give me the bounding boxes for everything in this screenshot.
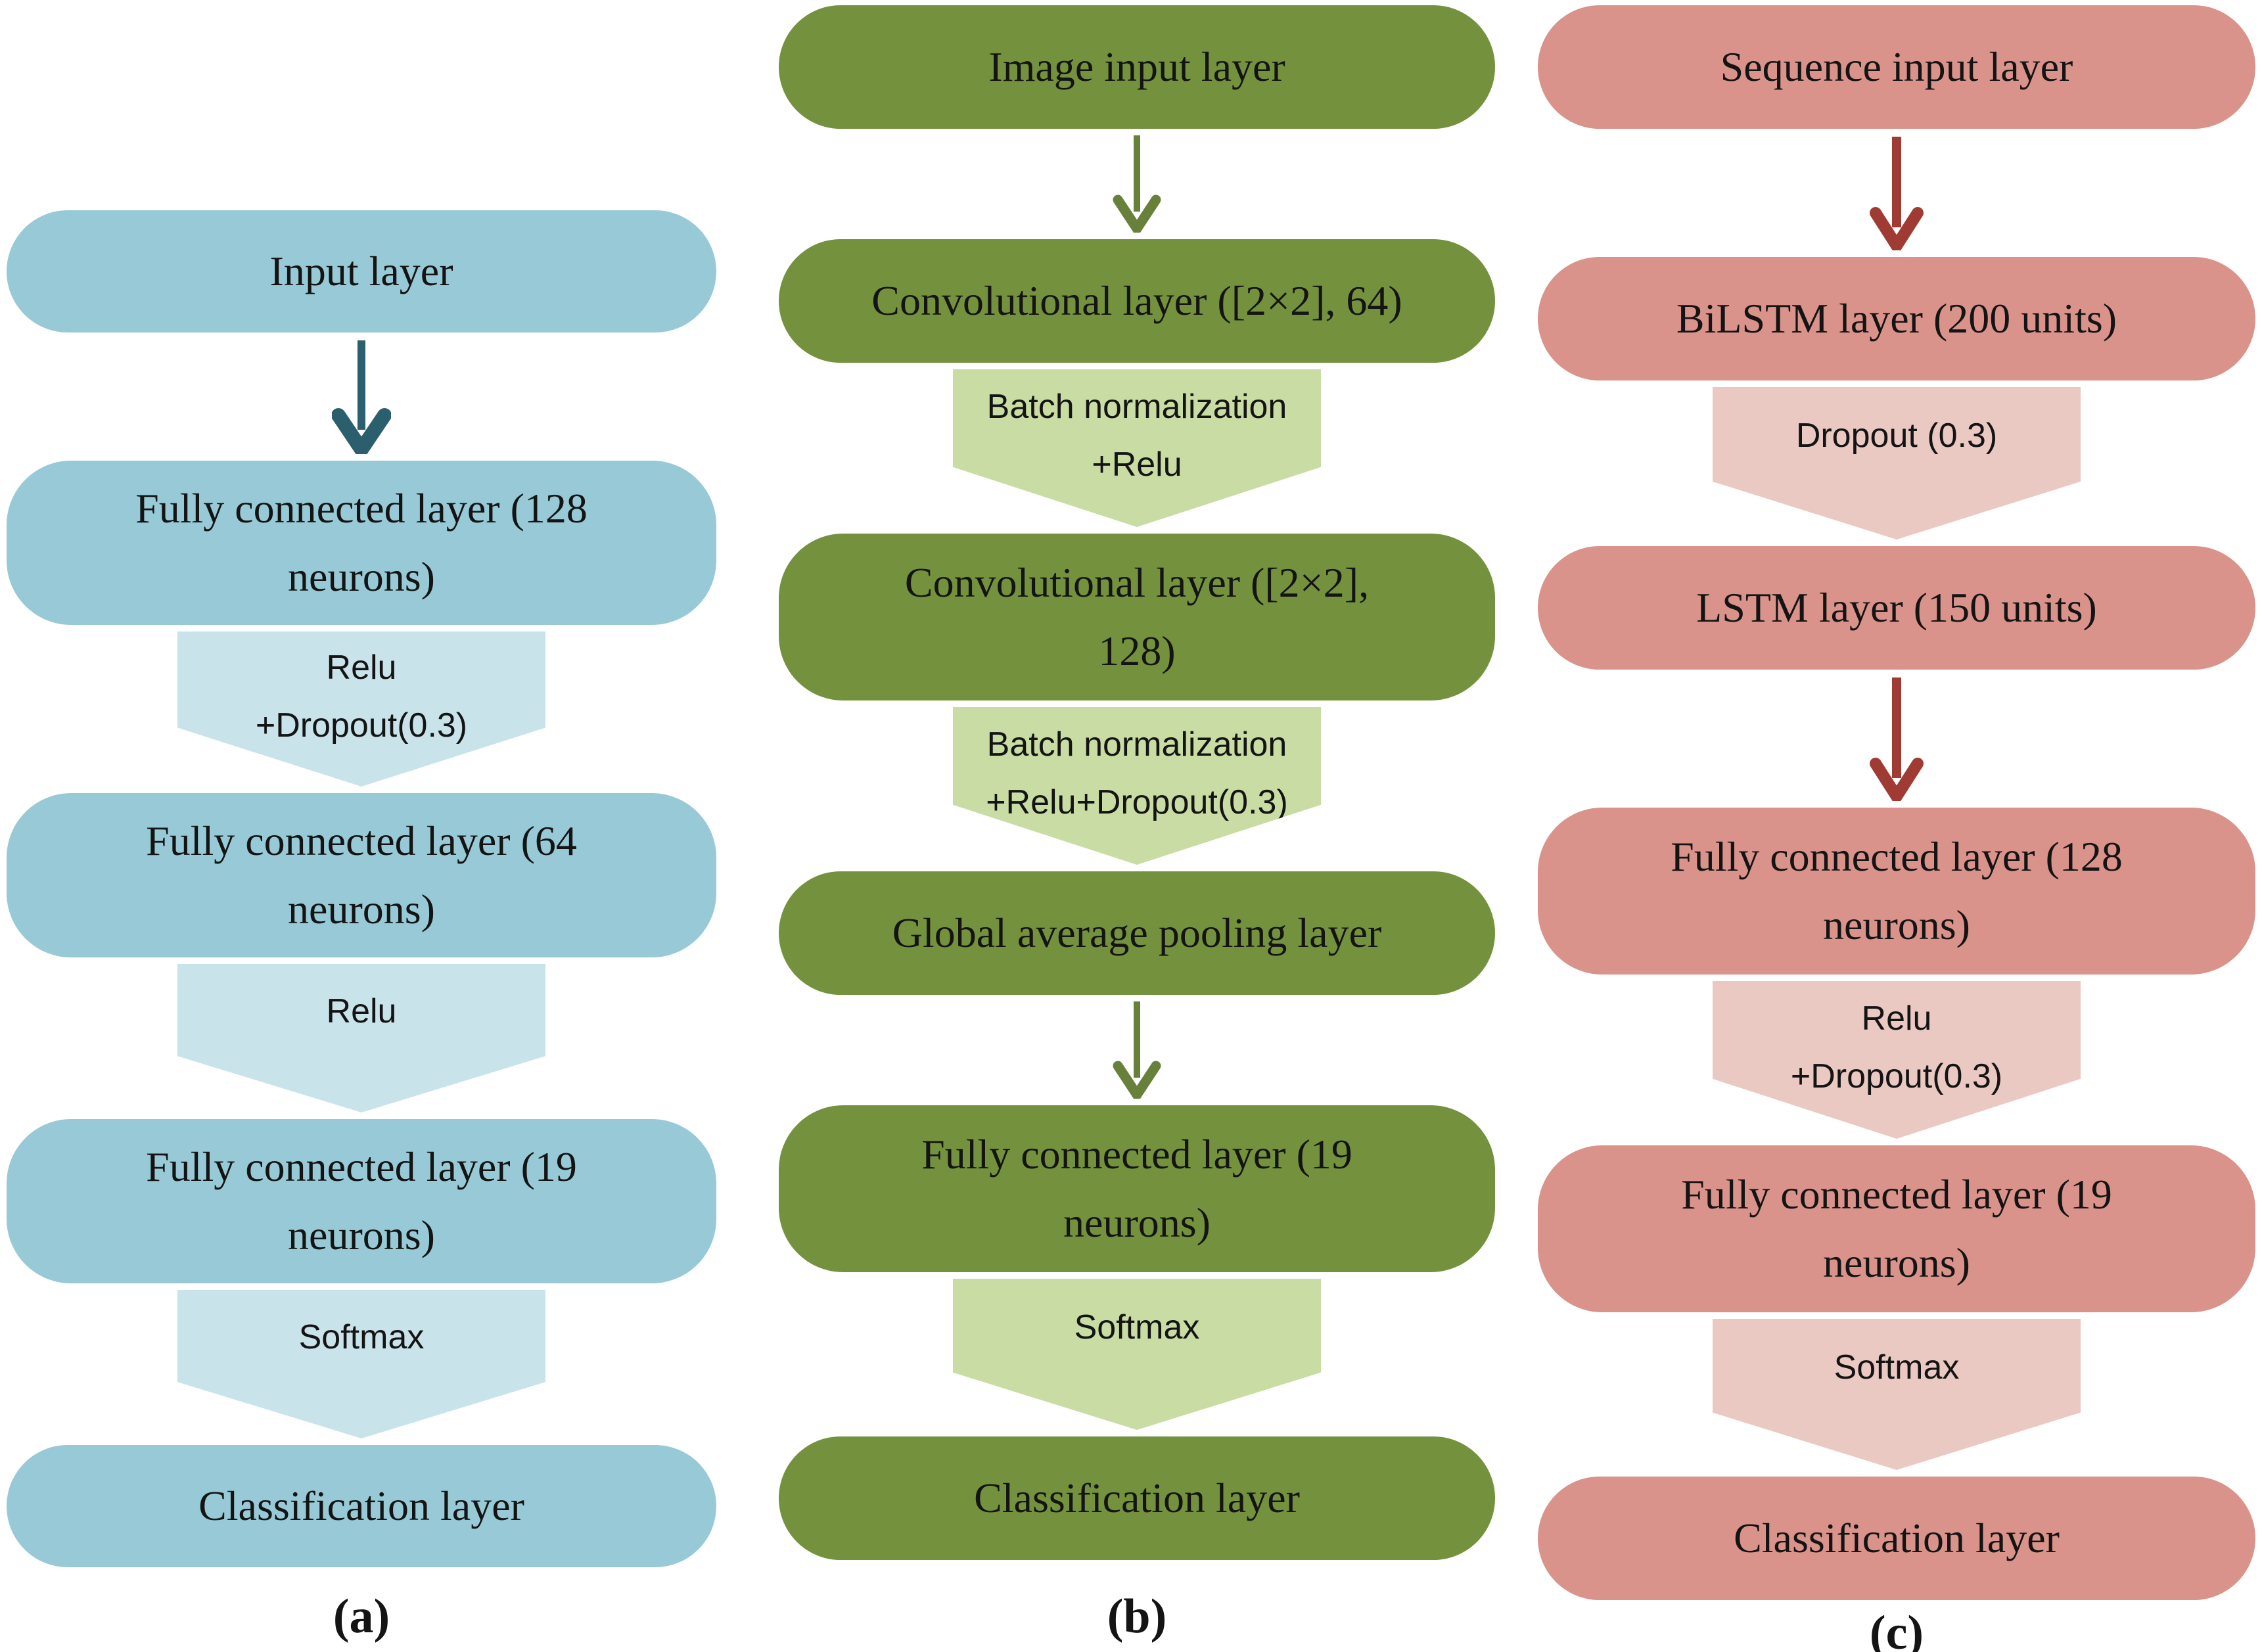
input-layer-box: Input layer bbox=[7, 210, 716, 333]
relu-pentagon: Relu bbox=[7, 964, 716, 1113]
pentagon-label: Relu bbox=[326, 649, 397, 687]
pentagon-label: Softmax bbox=[1074, 1308, 1200, 1346]
conv-layer-64-box: Convolutional layer ([2×2], 64) bbox=[779, 239, 1495, 363]
classification-layer-box: Classification layer bbox=[1538, 1477, 2255, 1600]
box-label: neurons) bbox=[1063, 1199, 1211, 1246]
pentagon-label: +Dropout(0.3) bbox=[255, 706, 468, 745]
box-label: Fully connected layer (19 bbox=[921, 1131, 1352, 1178]
box-label: Image input layer bbox=[988, 43, 1285, 90]
box-label: 128) bbox=[1098, 628, 1176, 674]
pentagon-label: +Relu+Dropout(0.3) bbox=[986, 783, 1288, 821]
fully-connected-128-box: Fully connected layer (128 neurons) bbox=[1538, 808, 2255, 975]
softmax-pentagon: Softmax bbox=[7, 1290, 716, 1438]
fully-connected-64-box: Fully connected layer (64 neurons) bbox=[7, 793, 716, 957]
box-label: neurons) bbox=[1823, 1239, 1970, 1286]
box-label: Input layer bbox=[269, 248, 453, 294]
caption-a: (a) bbox=[333, 1590, 390, 1643]
box-label: neurons) bbox=[1823, 902, 1970, 948]
caption-b: (b) bbox=[1107, 1590, 1167, 1643]
down-arrow-icon bbox=[1538, 135, 2255, 250]
box-label: Fully connected layer (128 bbox=[135, 485, 588, 532]
image-input-layer-box: Image input layer bbox=[779, 5, 1495, 129]
pentagon-label: Relu bbox=[326, 992, 397, 1031]
box-label: neurons) bbox=[288, 886, 435, 932]
column-b-cnn-network: Image input layer Convolutional layer ([… bbox=[779, 0, 1495, 1652]
fully-connected-19-box: Fully connected layer (19 neurons) bbox=[779, 1105, 1495, 1272]
fully-connected-19-box: Fully connected layer (19 neurons) bbox=[1538, 1145, 2255, 1312]
down-arrow-icon bbox=[779, 135, 1495, 233]
column-c-lstm-network: Sequence input layer BiLSTM layer (200 u… bbox=[1538, 0, 2255, 1652]
box-label: BiLSTM layer (200 units) bbox=[1676, 295, 2117, 342]
box-label: neurons) bbox=[288, 1212, 435, 1258]
relu-dropout-pentagon: Relu +Dropout(0.3) bbox=[1538, 981, 2255, 1139]
sequence-input-layer-box: Sequence input layer bbox=[1538, 5, 2255, 129]
classification-layer-box: Classification layer bbox=[7, 1445, 716, 1567]
relu-dropout-pentagon: Relu +Dropout(0.3) bbox=[7, 631, 716, 787]
pentagon-label: Batch normalization bbox=[986, 387, 1287, 426]
dropout-pentagon: Dropout (0.3) bbox=[1538, 387, 2255, 539]
box-label: Fully connected layer (19 bbox=[146, 1143, 577, 1190]
conv-layer-128-box: Convolutional layer ([2×2], 128) bbox=[779, 534, 1495, 700]
box-label: Classification layer bbox=[1734, 1515, 2060, 1561]
batchnorm-relu-pentagon: Batch normalization +Relu bbox=[779, 369, 1495, 527]
down-arrow-icon bbox=[779, 1001, 1495, 1099]
box-label: neurons) bbox=[288, 553, 435, 600]
down-arrow-icon bbox=[7, 339, 716, 454]
box-label: LSTM layer (150 units) bbox=[1696, 584, 2097, 631]
softmax-pentagon: Softmax bbox=[779, 1279, 1495, 1430]
box-label: Fully connected layer (64 bbox=[146, 817, 577, 864]
pentagon-label: Dropout (0.3) bbox=[1795, 417, 1998, 455]
batchnorm-relu-dropout-pentagon: Batch normalization +Relu+Dropout(0.3) bbox=[779, 707, 1495, 865]
bilstm-layer-box: BiLSTM layer (200 units) bbox=[1538, 257, 2255, 380]
pentagon-label: Batch normalization bbox=[986, 725, 1287, 764]
box-label: Classification layer bbox=[974, 1475, 1300, 1521]
classification-layer-box: Classification layer bbox=[779, 1436, 1495, 1560]
box-label: Fully connected layer (19 bbox=[1681, 1171, 2112, 1218]
global-average-pooling-box: Global average pooling layer bbox=[779, 871, 1495, 995]
box-label: Fully connected layer (128 bbox=[1671, 833, 2123, 880]
pentagon-label: +Relu bbox=[1092, 445, 1182, 484]
pentagon-label: Softmax bbox=[1834, 1348, 1960, 1387]
box-label: Global average pooling layer bbox=[892, 909, 1382, 956]
box-label: Classification layer bbox=[198, 1482, 524, 1529]
column-a-dense-network: Input layer Fully connected layer (128 n… bbox=[7, 0, 716, 1652]
lstm-layer-box: LSTM layer (150 units) bbox=[1538, 546, 2255, 670]
fully-connected-19-box: Fully connected layer (19 neurons) bbox=[7, 1119, 716, 1283]
pentagon-label: +Dropout(0.3) bbox=[1790, 1057, 2003, 1095]
box-label: Sequence input layer bbox=[1720, 43, 2073, 90]
box-label: Convolutional layer ([2×2], bbox=[904, 559, 1370, 606]
pentagon-label: Softmax bbox=[298, 1318, 425, 1357]
caption-c: (c) bbox=[1869, 1606, 1924, 1652]
fully-connected-128-box: Fully connected layer (128 neurons) bbox=[7, 461, 716, 625]
pentagon-label: Relu bbox=[1861, 999, 1932, 1038]
box-label: Convolutional layer ([2×2], 64) bbox=[871, 277, 1402, 324]
softmax-pentagon: Softmax bbox=[1538, 1319, 2255, 1470]
down-arrow-icon bbox=[1538, 676, 2255, 801]
